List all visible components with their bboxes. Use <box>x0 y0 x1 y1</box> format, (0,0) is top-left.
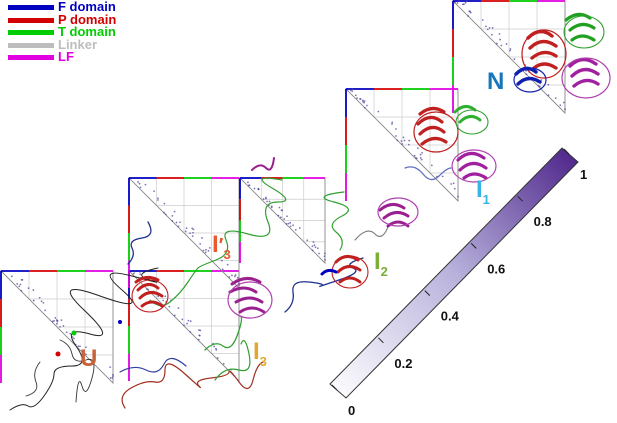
colorbar-tick-label: 0.8 <box>534 214 552 229</box>
legend-label-t-domain: T domain <box>58 24 116 39</box>
structure-n <box>513 12 611 99</box>
state-label-u: U <box>80 347 97 371</box>
colorbar-tick <box>470 243 477 249</box>
state-n-base: N <box>487 68 505 95</box>
colorbar-tick <box>563 148 570 155</box>
state-i3p-base: I <box>212 231 219 258</box>
state-i1-sub: 1 <box>482 192 490 207</box>
legend-swatch-t-domain <box>8 30 54 35</box>
colorbar-tick <box>424 290 431 296</box>
contact-map-i3p2 <box>238 177 326 265</box>
colorbar-tick-label: 0.4 <box>441 309 460 324</box>
state-i3p-prime: ′ <box>218 235 224 257</box>
state-label-i2: I2 <box>374 248 388 280</box>
colorbar-tick <box>517 195 523 202</box>
colorbar-ticks: 0 0.2 0.4 0.6 0.8 1 <box>331 148 587 418</box>
colorbar-tick <box>331 384 338 391</box>
state-i3-sub: 3 <box>259 354 267 369</box>
legend-label-f-domain: F domain <box>58 0 116 14</box>
legend-label-lf: LF <box>58 49 74 64</box>
legend-swatch-f-domain <box>8 5 54 10</box>
state-i3-base: I <box>253 338 260 365</box>
colorbar-tick-label: 0.6 <box>487 261 505 276</box>
colorbar-tick <box>378 337 384 344</box>
contact-map-panels <box>0 0 566 385</box>
legend-swatch-linker <box>8 42 54 48</box>
legend-label-linker: Linker <box>58 36 98 52</box>
state-i1-base: I <box>476 176 483 203</box>
state-i2-base: I <box>374 248 381 275</box>
state-i3p-sub: 3 <box>223 247 231 262</box>
state-label-i3-prime: I′3 <box>212 231 231 263</box>
contact-map-i3p <box>127 177 240 290</box>
state-label-i1: I1 <box>476 176 490 208</box>
legend-swatch-lf <box>8 55 54 60</box>
colorbar-tick-label: 1 <box>580 167 587 182</box>
state-u-base: U <box>80 345 98 372</box>
colorbar-fill <box>329 147 579 399</box>
state-i2-sub: 2 <box>380 264 388 279</box>
structure-i3 <box>119 277 273 409</box>
legend-label-p-domain: P domain <box>58 11 117 27</box>
contact-map-u <box>0 270 114 385</box>
contact-map-n <box>451 0 566 115</box>
structure-i1 <box>404 105 497 183</box>
colorbar: 0 0.2 0.4 0.6 0.8 1 <box>329 147 587 418</box>
colorbar-tick-label: 0 <box>348 403 355 418</box>
legend-swatch-p-domain <box>8 17 54 23</box>
state-label-n: N <box>487 70 504 94</box>
contact-map-i2 <box>344 88 459 203</box>
colorbar-tick-label: 0.2 <box>394 356 412 371</box>
structure-i2 <box>284 191 419 313</box>
structure-u <box>9 267 159 411</box>
structure-i3-prime <box>127 157 287 313</box>
state-label-i3: I3 <box>253 338 267 370</box>
